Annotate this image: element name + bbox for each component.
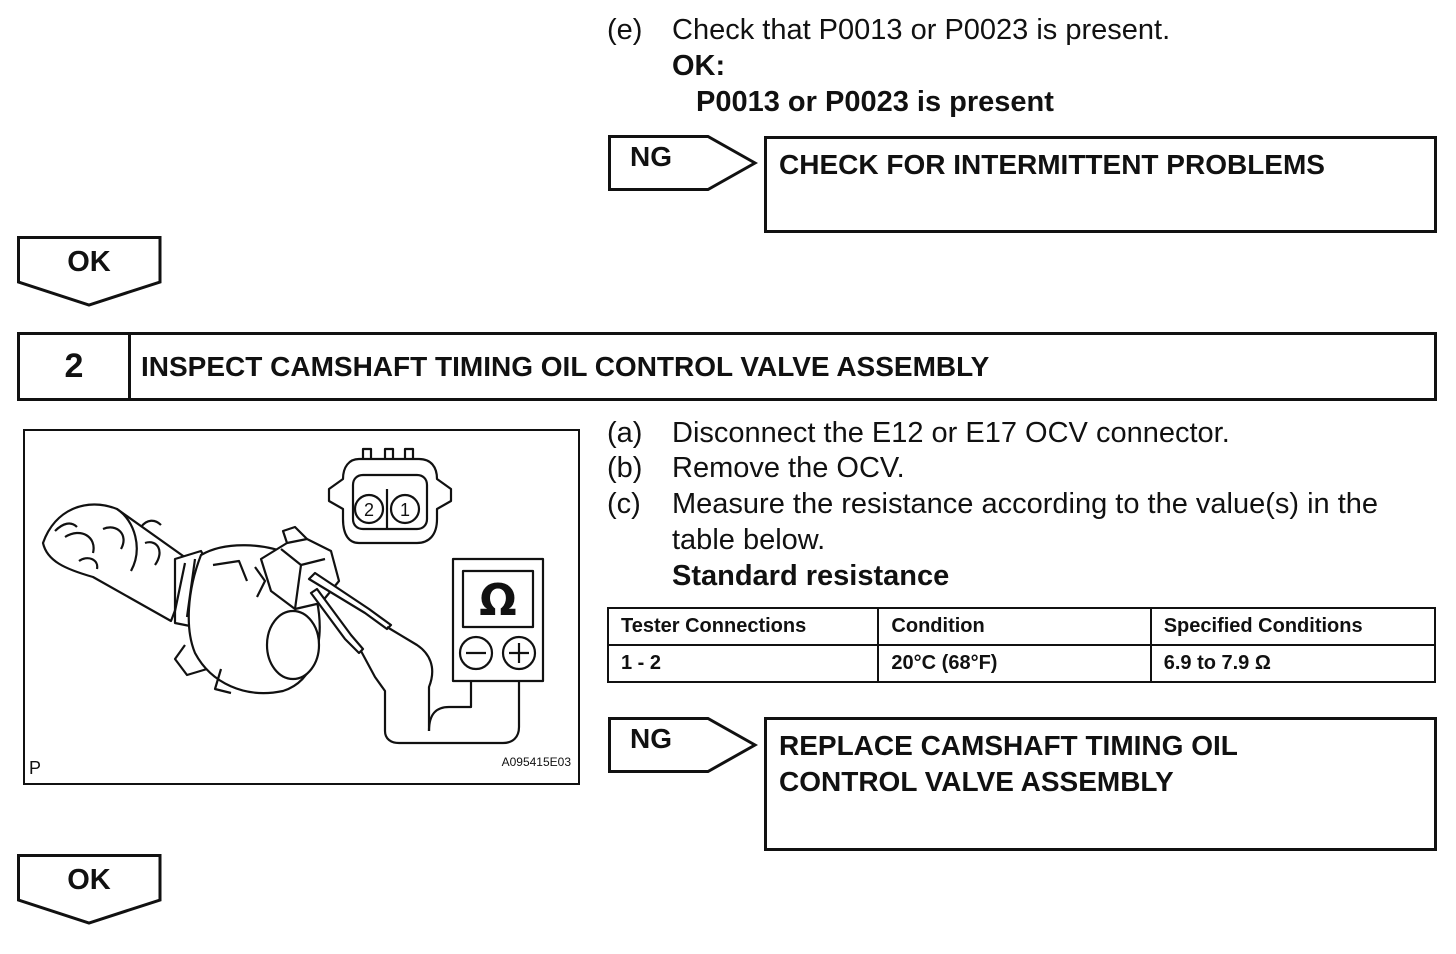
ok-condition: P0013 or P0023 is present xyxy=(696,86,1054,118)
ng-tag-2: NG xyxy=(608,717,758,773)
table-header-cell: Specified Conditions xyxy=(1149,607,1437,646)
ok-tag-1: OK xyxy=(17,236,163,308)
table-cell: 6.9 to 7.9 Ω xyxy=(1149,644,1437,683)
step-b: (b) Remove the OCV. xyxy=(607,450,905,486)
step-number: 2 xyxy=(20,335,131,398)
ok-heading: OK: xyxy=(672,50,726,82)
table-row: 1 - 2 20°C (68°F) 6.9 to 7.9 Ω xyxy=(606,644,1437,683)
ok-arrow-shape xyxy=(17,854,162,925)
ng-tag-1: NG xyxy=(608,135,758,191)
ng-tag-label: NG xyxy=(630,141,672,172)
figure-code: A095415E03 xyxy=(501,755,571,769)
ohm-symbol: Ω xyxy=(479,575,516,626)
step-header: 2 INSPECT CAMSHAFT TIMING OIL CONTROL VA… xyxy=(17,332,1437,401)
resistance-table: Tester Connections Condition Specified C… xyxy=(606,607,1437,683)
ok-tag-2: OK xyxy=(17,854,163,926)
ng-arrow-shape xyxy=(608,717,758,773)
ocv-drawing: 2 1 Ω xyxy=(41,447,545,745)
ok-tag-label: OK xyxy=(67,246,111,278)
ng-result-box-1: CHECK FOR INTERMITTENT PROBLEMS xyxy=(764,136,1437,233)
table-cell: 20°C (68°F) xyxy=(877,644,1152,683)
step-e-text: Check that P0013 or P0023 is present. xyxy=(672,14,1171,46)
standard-resistance-heading: Standard resistance xyxy=(672,560,950,592)
step-c-label: (c) xyxy=(607,488,641,520)
table-header-row: Tester Connections Condition Specified C… xyxy=(606,607,1437,646)
connector-pin-1: 1 xyxy=(400,500,410,520)
step-a: (a) Disconnect the E12 or E17 OCV connec… xyxy=(607,415,1230,451)
ok-arrow-shape xyxy=(17,236,162,307)
ocv-illustration: 2 1 Ω P A095415E03 xyxy=(23,429,580,785)
step-c-text-line1: Measure the resistance according to the … xyxy=(672,488,1379,520)
table-header-cell: Tester Connections xyxy=(606,607,880,646)
ok-tag-label: OK xyxy=(67,864,111,896)
step-e: (e) Check that P0013 or P0023 is present… xyxy=(607,12,1170,48)
ng-result-line1: REPLACE CAMSHAFT TIMING OIL xyxy=(779,730,1238,761)
ng-arrow-shape xyxy=(608,135,758,191)
step-a-text: Disconnect the E12 or E17 OCV connector. xyxy=(672,417,1230,449)
ng-tag-label: NG xyxy=(630,723,672,754)
figure-corner-label: P xyxy=(29,758,42,778)
connector-pin-2: 2 xyxy=(364,500,374,520)
step-a-label: (a) xyxy=(607,417,643,449)
ng-result-line2: CONTROL VALVE ASSEMBLY xyxy=(779,766,1174,797)
step-title: INSPECT CAMSHAFT TIMING OIL CONTROL VALV… xyxy=(141,350,990,382)
table-header-cell: Condition xyxy=(877,607,1152,646)
ng-result-text: CHECK FOR INTERMITTENT PROBLEMS xyxy=(779,149,1325,180)
step-b-text: Remove the OCV. xyxy=(672,452,905,484)
step-e-label: (e) xyxy=(607,14,643,46)
step-c-text-line2: table below. xyxy=(672,524,826,556)
ng-result-box-2: REPLACE CAMSHAFT TIMING OIL CONTROL VALV… xyxy=(764,717,1437,851)
step-c: (c) Measure the resistance according to … xyxy=(607,486,1378,522)
step-b-label: (b) xyxy=(607,452,643,484)
table-cell: 1 - 2 xyxy=(606,644,880,683)
